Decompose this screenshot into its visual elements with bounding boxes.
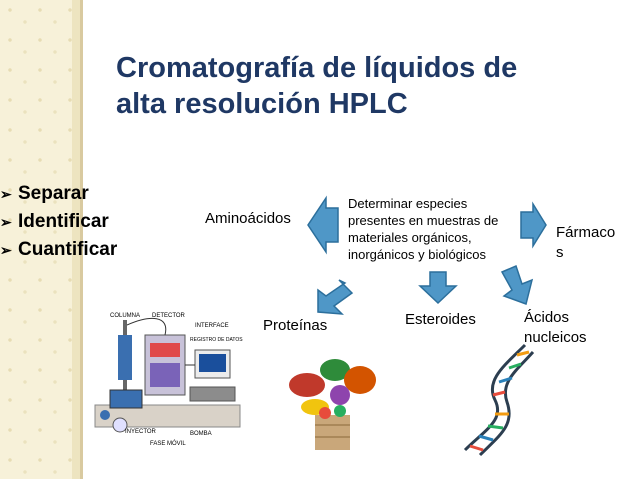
bullet-item-separar: ➢ Separar [0, 180, 117, 208]
equipment-label-interface: INTERFACE [195, 323, 229, 329]
proteins-food-image [289, 359, 376, 450]
arrow-bullet-icon: ➢ [0, 186, 12, 202]
arrow-down-right-icon [500, 264, 534, 305]
center-line-3: materiales orgánicos, [348, 230, 472, 245]
label-farmacos-line-2: s [556, 244, 564, 261]
arrow-bullet-icon: ➢ [0, 214, 12, 230]
equipment-label-columna: COLUMNA [110, 313, 140, 319]
hplc-equipment-illustration: COLUMNA DETECTOR INTERFACE REGISTRO DE D… [90, 305, 245, 450]
equipment-label-fase-movil: FASE MÓVIL [150, 440, 186, 447]
decorative-stripe [72, 0, 80, 479]
arrow-down-left-icon [317, 279, 354, 315]
equipment-label-registro: REGISTRO DE DATOS [190, 337, 243, 343]
label-farmacos-line-1: Fármaco [556, 224, 616, 241]
label-esteroides: Esteroides [405, 311, 476, 328]
slide-title: Cromatografía de líquidos de alta resolu… [116, 50, 596, 122]
label-acidos-nucleicos: Ácidos nucleicos [524, 308, 587, 348]
center-description: Determinar especies presentes en muestra… [348, 195, 520, 263]
label-farmacos: Fármaco s [556, 223, 615, 263]
decorative-stripe-thin [80, 0, 83, 479]
bullet-label: Identificar [18, 211, 109, 232]
bullet-item-identificar: ➢ Identificar [0, 208, 117, 236]
title-line-2: alta resolución HPLC [116, 88, 408, 120]
bullet-label: Cuantificar [18, 239, 118, 260]
label-aminoacidos: Aminoácidos [205, 210, 291, 227]
title-line-1: Cromatografía de líquidos de [116, 52, 518, 84]
bullet-item-cuantificar: ➢ Cuantificar [0, 236, 117, 264]
bullet-list: ➢ Separar ➢ Identificar ➢ Cuantificar [0, 180, 117, 264]
decorative-left-band [0, 0, 72, 479]
label-acidos-line-1: Ácidos [524, 309, 570, 326]
center-line-4: inorgánicos y biológicos [348, 247, 487, 262]
arrow-down-icon [418, 271, 458, 305]
label-proteinas: Proteínas [263, 317, 328, 334]
equipment-label-inyector: INYECTOR [125, 429, 157, 435]
center-line-2: presentes en muestras de [348, 213, 499, 228]
dna-helix-image [463, 343, 535, 457]
arrow-bullet-icon: ➢ [0, 242, 12, 258]
equipment-label-detector: DETECTOR [152, 313, 186, 319]
equipment-label-bomba: BOMBA [190, 431, 212, 437]
label-acidos-line-2: nucleicos [524, 329, 587, 346]
center-line-1: Determinar especies [348, 196, 468, 211]
bullet-label: Separar [18, 183, 89, 204]
arrow-right-icon [520, 201, 547, 249]
arrow-left-icon [307, 195, 339, 255]
